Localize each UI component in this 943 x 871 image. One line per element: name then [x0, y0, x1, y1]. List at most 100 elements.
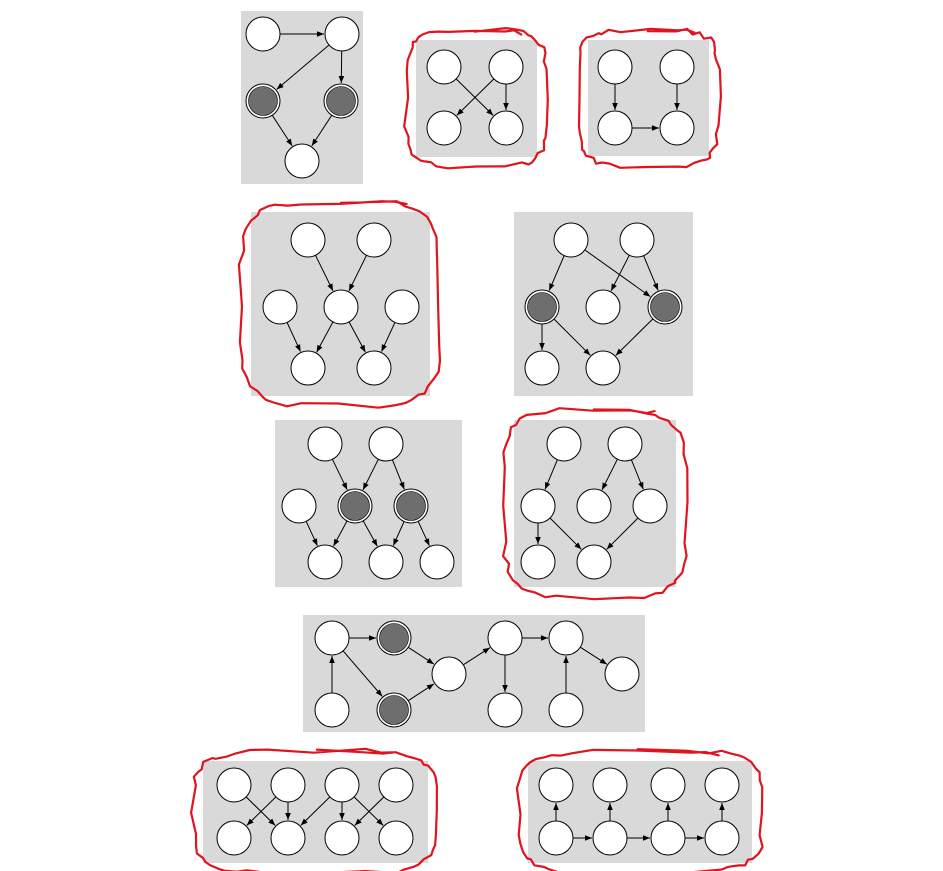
latent-node [356, 222, 392, 258]
graph-g8 [303, 615, 645, 732]
latent-node [619, 222, 655, 258]
latent-node [281, 488, 317, 524]
latent-node [431, 656, 467, 692]
edge-e-to-g [606, 517, 639, 550]
observed-node [396, 491, 426, 521]
latent-node [607, 426, 643, 462]
edge-c-to-f [305, 521, 318, 546]
edge-b-to-d [348, 255, 367, 292]
hand-drawn-circle-marker [577, 27, 722, 169]
edge-d-to-f [316, 321, 334, 353]
edge-c-to-g [549, 517, 582, 550]
latent-node [270, 820, 306, 856]
latent-node [553, 222, 589, 258]
edge-b-to-e [391, 459, 405, 490]
latent-node [245, 16, 281, 52]
graph-g2 [403, 27, 549, 170]
observed-node [527, 292, 557, 322]
latent-node [290, 350, 326, 386]
edge-e-to-j [580, 646, 608, 665]
edge-b-to-d [610, 254, 630, 292]
latent-node [216, 820, 252, 856]
latent-node [604, 656, 640, 692]
hand-drawn-circle-marker [237, 200, 442, 409]
edge-b-to-c [276, 44, 330, 90]
hand-drawn-circle-marker [515, 748, 764, 871]
latent-node [597, 49, 633, 85]
latent-node [585, 350, 621, 386]
latent-node [704, 767, 740, 803]
edge-b-to-e [246, 796, 277, 826]
graph-g5 [514, 212, 693, 396]
latent-node [538, 767, 574, 803]
observed-node [248, 86, 278, 116]
latent-node [632, 488, 668, 524]
latent-node [524, 350, 560, 386]
edge-a-to-d [331, 459, 348, 491]
observed-node [340, 491, 370, 521]
latent-node [585, 289, 621, 325]
latent-node [368, 426, 404, 462]
edge-d-to-g [348, 321, 366, 353]
latent-node [650, 820, 686, 856]
latent-node [576, 544, 612, 580]
edge-g-to-c [407, 683, 435, 702]
edge-e-to-g [392, 521, 405, 546]
latent-node [324, 820, 360, 856]
edge-b-to-e [643, 255, 659, 291]
latent-node [270, 767, 306, 803]
latent-node [592, 820, 628, 856]
latent-node [324, 767, 360, 803]
latent-node [520, 488, 556, 524]
edge-b-to-d [362, 458, 379, 491]
latent-node [659, 49, 695, 85]
edge-b-to-e [630, 459, 644, 490]
edge-c-to-f [286, 322, 301, 352]
latent-node [592, 767, 628, 803]
graph-g3 [577, 27, 722, 169]
observed-node [379, 695, 409, 725]
edge-a-to-d [315, 255, 334, 292]
latent-node [284, 143, 320, 179]
edge-a-to-e [584, 249, 651, 298]
edge-a-to-g [342, 650, 383, 697]
edge-c-to-g [553, 318, 591, 356]
latent-node [548, 620, 584, 656]
observed-node [379, 623, 409, 653]
latent-node [216, 767, 252, 803]
edge-d-to-g [362, 520, 378, 547]
edge-b-to-c [456, 78, 495, 116]
edge-d-to-f [333, 520, 348, 547]
latent-node [576, 488, 612, 524]
latent-node [546, 426, 582, 462]
hand-drawn-circle-marker [190, 747, 438, 871]
latent-node [487, 620, 523, 656]
graph-g6 [275, 420, 462, 587]
graph-g7 [502, 407, 689, 601]
latent-node [650, 767, 686, 803]
latent-node [378, 820, 414, 856]
latent-node [290, 222, 326, 258]
edge-e-to-h [417, 521, 430, 546]
latent-node [368, 544, 404, 580]
latent-node [426, 110, 462, 146]
graph-g9 [190, 747, 438, 871]
edge-c-to-e [271, 115, 293, 147]
hand-drawn-circle-marker [403, 27, 549, 170]
latent-node [262, 289, 298, 325]
latent-node [704, 820, 740, 856]
observed-node [326, 86, 356, 116]
latent-node [520, 544, 556, 580]
edge-b-to-d [601, 458, 618, 491]
latent-node [314, 620, 350, 656]
edge-e-to-g [381, 322, 396, 352]
latent-node [307, 426, 343, 462]
graph-g1 [241, 11, 363, 184]
latent-node [487, 692, 523, 728]
latent-node [538, 820, 574, 856]
latent-node [597, 110, 633, 146]
latent-node [378, 767, 414, 803]
edge-a-to-c [548, 255, 565, 291]
latent-node [384, 289, 420, 325]
